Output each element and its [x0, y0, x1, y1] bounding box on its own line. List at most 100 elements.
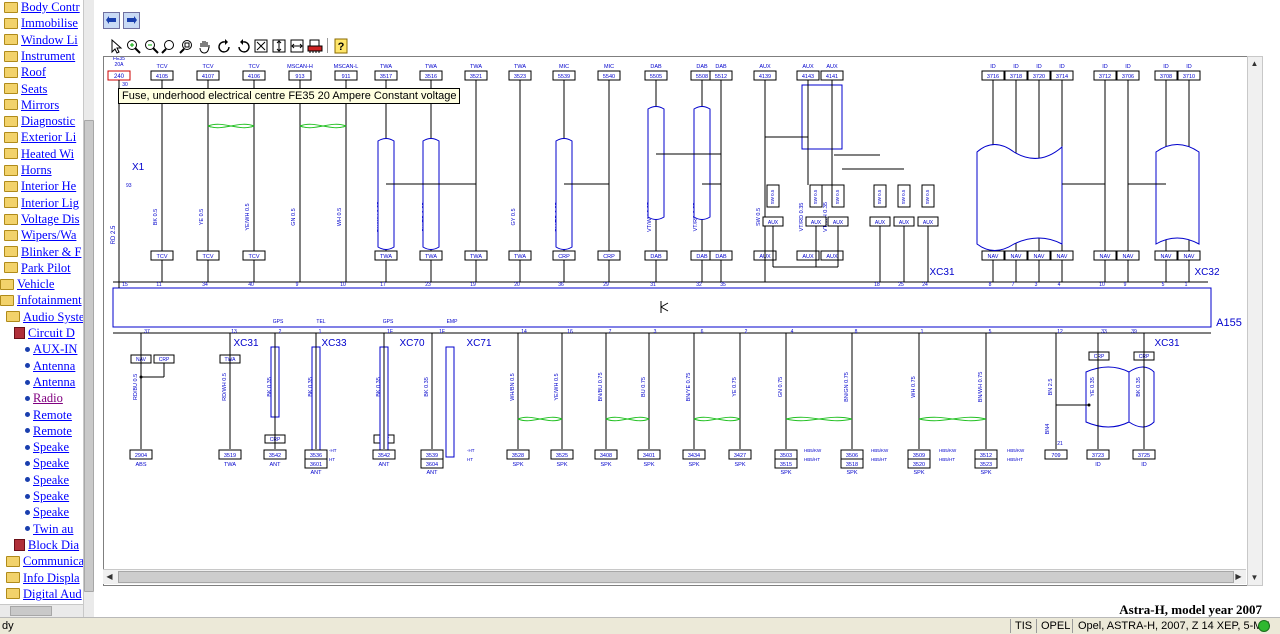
diagram-label: GPS	[273, 319, 284, 325]
tree-item[interactable]: Heated Wi	[4, 146, 74, 162]
tree-item[interactable]: Remote	[22, 407, 72, 423]
tree-item[interactable]: Blinker & F	[4, 244, 81, 260]
folder-icon	[4, 262, 18, 274]
fit-window-button[interactable]	[252, 37, 270, 54]
tree-scroll-thumb[interactable]	[84, 120, 94, 592]
tree-item[interactable]: Infotainment	[0, 292, 82, 308]
tree-item[interactable]: Window Li	[4, 32, 78, 48]
folder-icon	[4, 115, 18, 127]
tree-item[interactable]: Interior Lig	[4, 195, 79, 211]
tree-item[interactable]: Diagnostic	[4, 113, 75, 129]
help-button[interactable]: ?	[332, 37, 350, 54]
diagram-label: 3512	[980, 453, 992, 459]
diagram-label: 8	[989, 282, 992, 288]
tree-item[interactable]: Roof	[4, 64, 46, 80]
fit-width-button[interactable]	[288, 37, 306, 54]
tree-item[interactable]: Immobilise	[4, 15, 78, 31]
tree-item[interactable]: Block Dia	[14, 537, 79, 553]
tree-item[interactable]: Wipers/Wa	[4, 227, 76, 243]
zoom-out-button[interactable]	[142, 37, 160, 54]
diagram-label: 3434	[688, 453, 700, 459]
tree-item[interactable]: Speake	[22, 472, 69, 488]
tree-item[interactable]: Circuit D	[14, 325, 75, 341]
tree-item[interactable]: Voltage Dis	[4, 211, 79, 227]
zoom-window-button[interactable]	[160, 37, 178, 54]
status-bar: dy TIS OPEL Opel, ASTRA-H, 2007, Z 14 XE…	[0, 617, 1280, 634]
tree-item[interactable]: Antenna	[22, 358, 75, 374]
tree-item[interactable]: Vehicle	[0, 276, 54, 292]
tree-item[interactable]: Exterior Li	[4, 129, 76, 145]
diagram-label: DAB	[715, 254, 727, 260]
horizontal-scroll-thumb[interactable]	[118, 571, 1234, 583]
diagram-label: BK 0.35	[308, 377, 314, 397]
scroll-up-button[interactable]: ▲	[1250, 59, 1259, 68]
forward-button[interactable]	[123, 12, 140, 29]
tree-item-label: Remote	[33, 407, 72, 422]
scroll-down-button[interactable]: ▼	[1250, 573, 1259, 582]
tree-item[interactable]: Interior He	[4, 178, 76, 194]
pan-hand-button[interactable]	[196, 37, 214, 54]
connector-box	[263, 449, 287, 460]
connector-box	[508, 250, 532, 261]
tree-item[interactable]: Speake	[22, 455, 69, 471]
scroll-right-button[interactable]: ▶	[1235, 572, 1242, 581]
rotate-left-button[interactable]	[216, 37, 234, 54]
diagram-label: NAV	[1184, 254, 1195, 260]
diagram-label: 31	[650, 282, 656, 288]
tree-item[interactable]: Digital Aud	[6, 586, 82, 602]
tree-item[interactable]: Twin au	[22, 521, 73, 537]
diagram-label: NAV	[1034, 254, 1045, 260]
tree-item[interactable]: Speake	[22, 439, 69, 455]
print-button[interactable]	[306, 37, 324, 54]
diagram-label: YE/WH 0.5	[245, 203, 251, 230]
diagram-label: ID	[1013, 64, 1019, 70]
tree-item[interactable]: Audio Syste	[6, 309, 84, 325]
tree-item-label: Speake	[33, 456, 70, 471]
fit-width-icon	[290, 39, 304, 52]
zoom-in-button[interactable]	[124, 37, 142, 54]
zoom-previous-button[interactable]	[178, 37, 196, 54]
twisted-pair-icon	[918, 416, 987, 422]
connection-status-icon	[1258, 620, 1270, 632]
tree-item[interactable]: Seats	[4, 81, 47, 97]
diagram-label: TCV	[157, 254, 168, 260]
tree-item[interactable]: Speake	[22, 488, 69, 504]
diagram-vertical-scrollbar[interactable]: ▲ ▼	[1247, 56, 1263, 586]
tree-item[interactable]: Speake	[22, 504, 69, 520]
connector-box	[796, 250, 820, 261]
tree-hscroll-thumb[interactable]	[10, 606, 52, 616]
tree-item[interactable]: Instrument	[4, 48, 75, 64]
connector-box	[1116, 250, 1140, 261]
rotate-right-button[interactable]	[234, 37, 252, 54]
diagram-label: 9	[1124, 282, 1127, 288]
diagram-label: 3706	[1122, 74, 1134, 80]
diagram-label: 3528	[512, 453, 524, 459]
back-button[interactable]	[103, 12, 120, 29]
bullet-icon	[25, 493, 30, 499]
tree-item[interactable]: Remote	[22, 423, 72, 439]
tree-item[interactable]: Communica	[6, 553, 84, 569]
connector-box	[550, 449, 574, 460]
tree-item[interactable]: AUX-IN	[22, 341, 77, 357]
diagram-label: 14	[521, 329, 527, 335]
diagram-label: 18	[874, 282, 880, 288]
diagram-label: 11	[156, 282, 161, 288]
diagram-label: ANT	[270, 462, 282, 468]
tree-item[interactable]: Radio	[22, 390, 63, 406]
module-symbol	[660, 301, 669, 313]
tree-item[interactable]: Park Pilot	[4, 260, 71, 276]
pointer-button[interactable]	[106, 37, 124, 54]
tree-item-label: Diagnostic	[21, 114, 76, 129]
diagram-label: ANT	[379, 462, 391, 468]
tree-item[interactable]: Body Contr	[4, 0, 80, 15]
scroll-left-button[interactable]: ◀	[106, 572, 113, 581]
tree-item[interactable]: Antenna	[22, 374, 75, 390]
fit-height-button[interactable]	[270, 37, 288, 54]
tree-item[interactable]: Horns	[4, 162, 52, 178]
tree-item[interactable]: Mirrors	[4, 97, 59, 113]
diagram-label: BN/WH 0.75	[978, 372, 984, 403]
tree-item[interactable]: Info Displa	[6, 570, 80, 586]
